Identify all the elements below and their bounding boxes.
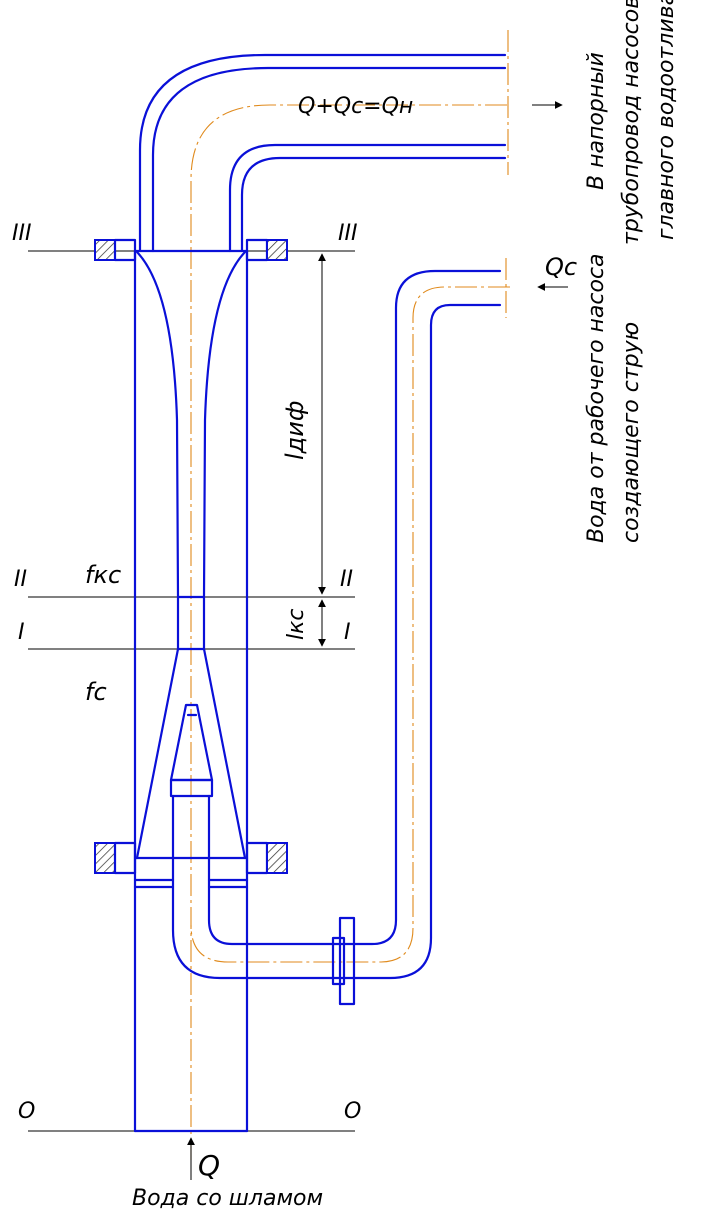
label-flow-total: Q+Qc=Qн [298, 94, 413, 119]
flow-arrows [187, 101, 568, 1180]
center-axes [190, 30, 510, 1160]
label-out-1: В напорный [584, 52, 609, 190]
label-q: Q [198, 1149, 220, 1182]
ejector-body [133, 249, 249, 1133]
label-in-1: Вода от рабочего насоса [584, 253, 609, 543]
label-in-2: создающего струю [619, 322, 644, 543]
label-f-ks: fкс [85, 561, 121, 589]
label-section-i-right: I [344, 620, 351, 645]
diffuser [135, 250, 247, 599]
label-section-ii-left: II [14, 567, 27, 592]
main-axis [190, 104, 510, 1160]
working-water-pipe [171, 269, 502, 980]
label-bottom: Вода со шламом [132, 1186, 323, 1211]
label-section-o-right: O [344, 1099, 361, 1124]
top-flange [94, 238, 288, 262]
label-section-ii-right: II [340, 567, 353, 592]
side-axis [190, 286, 510, 963]
label-qc: Qc [545, 253, 577, 281]
label-f-c: fс [85, 678, 107, 706]
mixing-chamber [176, 595, 206, 651]
rotated-labels: lдиф lкс В напорный трубопровод насосов … [281, 0, 679, 640]
suction-cone [135, 647, 247, 860]
section-labels: III III II II I I O O [12, 221, 361, 1124]
quantity-labels: Q+Qc=Qн Qc fкс fс Q Вода со шламом [85, 94, 577, 1211]
label-out-2: трубопровод насосов [619, 0, 644, 245]
outlet-elbow-pipe [138, 53, 507, 253]
label-section-o-left: O [18, 1099, 35, 1124]
label-section-iii-right: III [338, 221, 357, 246]
bottom-flange [94, 841, 288, 875]
label-l-dif: lдиф [281, 401, 309, 460]
pipe-flange [331, 916, 356, 1006]
nozzle [169, 703, 214, 798]
label-section-i-left: I [18, 620, 25, 645]
label-out-3: главного водоотлива [654, 0, 679, 240]
label-l-ks: lкс [284, 609, 309, 641]
label-section-iii-left: III [12, 221, 31, 246]
